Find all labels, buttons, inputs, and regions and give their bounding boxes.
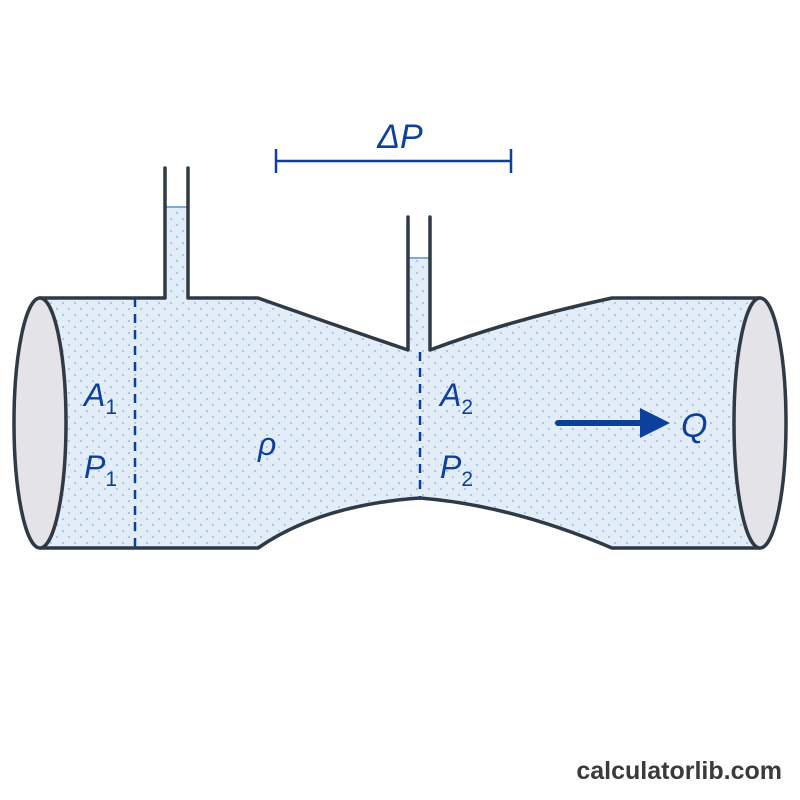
area2-label: A2: [438, 377, 473, 419]
area1-label: A1: [82, 377, 117, 419]
delta-p-label: ΔP: [376, 118, 423, 156]
pressure1-label: P1: [84, 449, 117, 491]
outlet-end-cap: [732, 296, 788, 550]
flow-label: Q: [681, 407, 707, 445]
site-credit: calculatorlib.com: [576, 757, 782, 785]
pipe-top-outline: [38, 166, 762, 352]
pipe-fluid-dots: [40, 298, 760, 548]
pipe-bottom-outline: [40, 496, 760, 550]
pressure2-label: P2: [440, 449, 473, 491]
flow-arrow-head: [640, 408, 670, 438]
inlet-end-cap: [12, 296, 68, 550]
density-label: ρ: [257, 426, 276, 462]
